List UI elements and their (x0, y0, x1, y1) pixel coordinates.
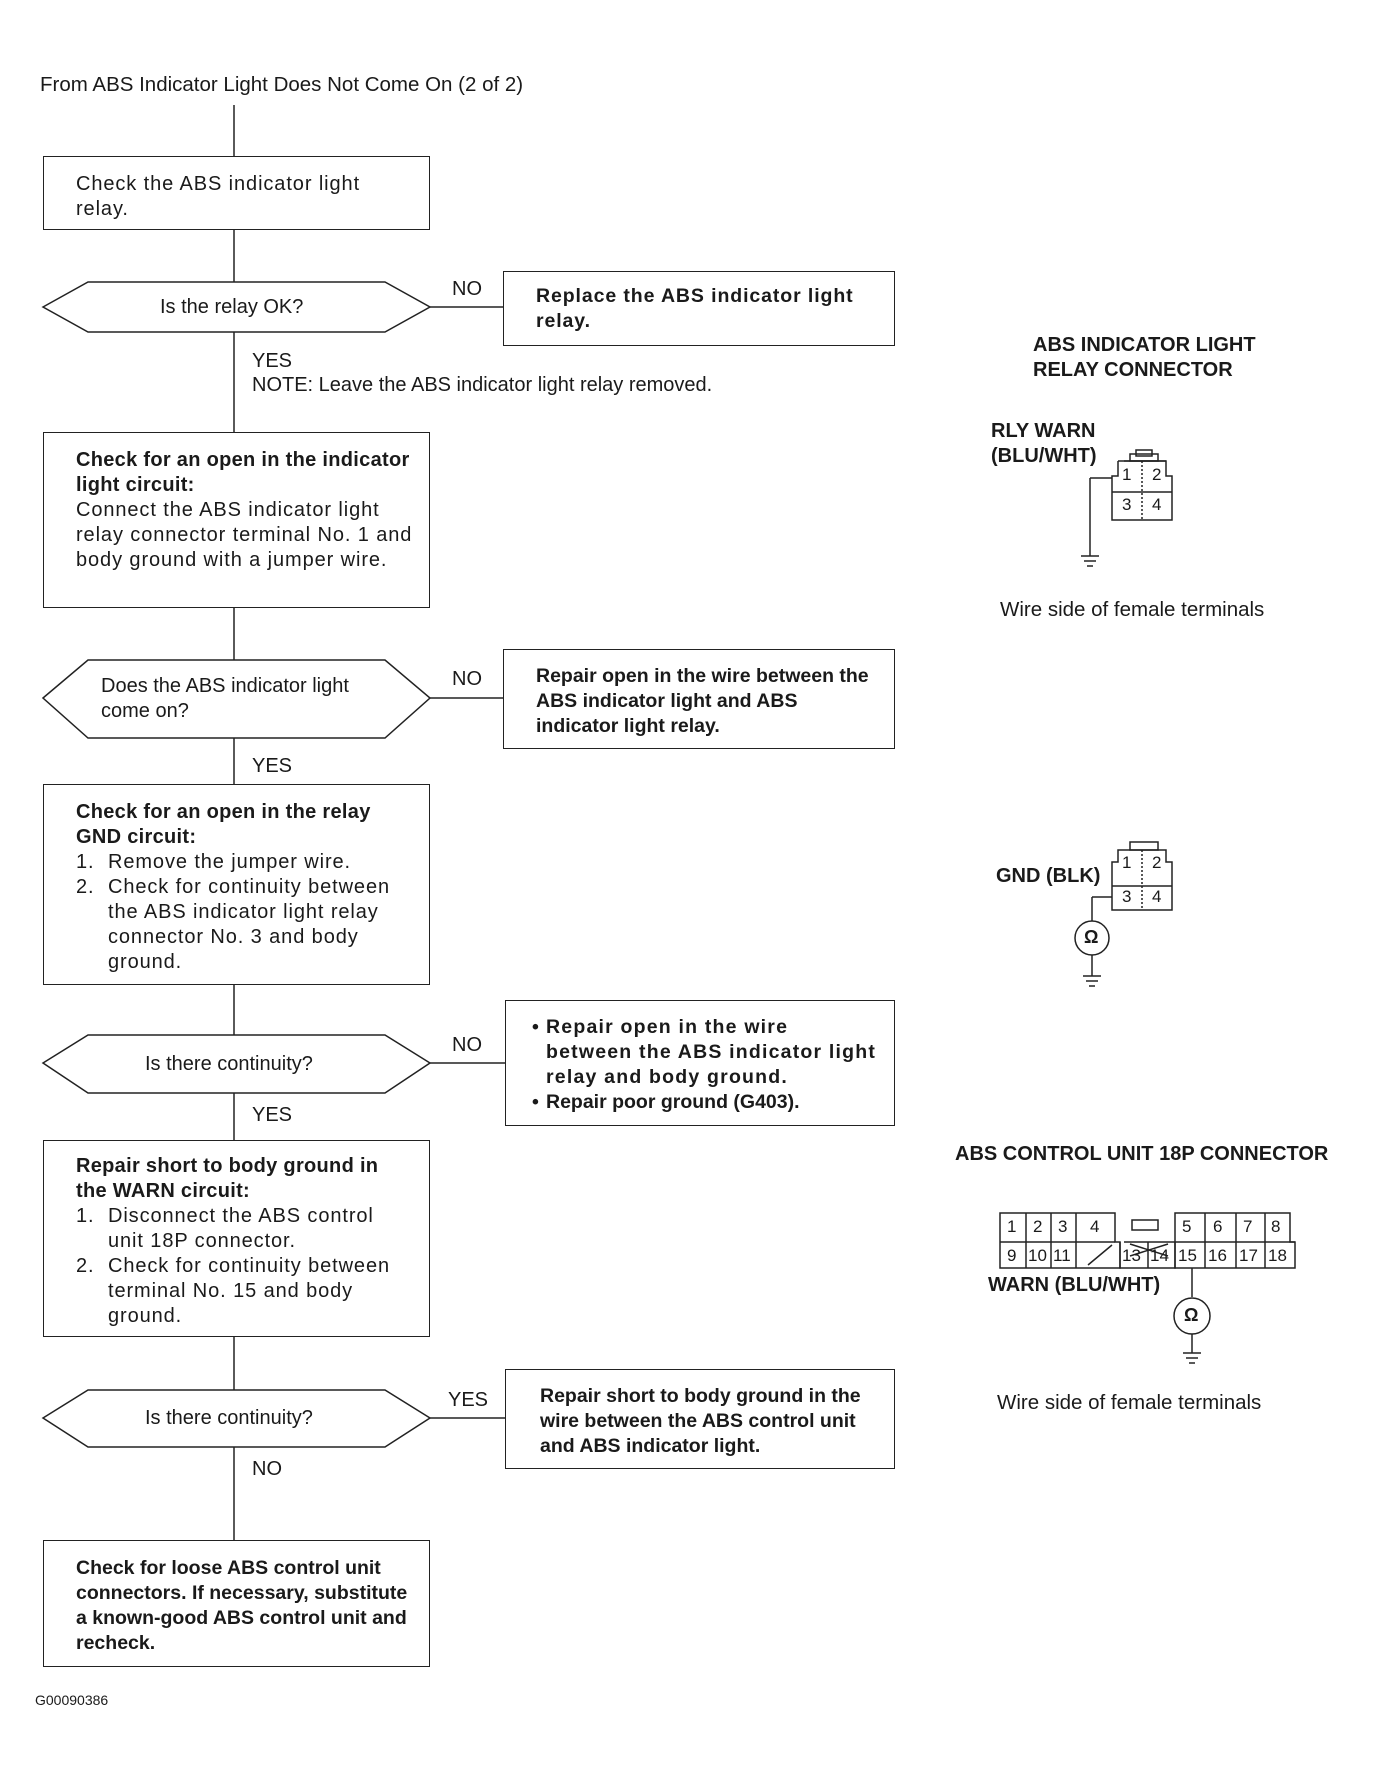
decision-relay-ok-text: Is the relay OK? (160, 296, 304, 318)
fix-repair-short-warn-box: Repair short to body ground in the wire … (505, 1369, 895, 1469)
step-check-relay-box: Check the ABS indicator light relay. (43, 156, 430, 230)
page-header: From ABS Indicator Light Does Not Come O… (40, 73, 524, 96)
fix-3-item-text: Repair poor ground (G403). (546, 1091, 800, 1113)
step-4-item: 2. Check for continuity between terminal… (44, 1254, 415, 1329)
relay-pin: 4 (1152, 887, 1162, 906)
step-4-title: Repair short to body ground in the WARN … (76, 1155, 379, 1202)
step-3-item-text: Check for continuity between the ABS ind… (108, 876, 391, 973)
step-2-body: Connect the ABS indicator light relay co… (76, 499, 413, 571)
fix-repair-open-ground-box: •Repair open in the wire between the ABS… (505, 1000, 895, 1126)
final-check-connectors-text: Check for loose ABS control unit connect… (76, 1557, 408, 1654)
ecu-18p-connector-diagram (999, 1212, 1296, 1364)
step-3-list: 1. Remove the jumper wire. 2. Check for … (44, 850, 415, 975)
relay-pin: 3 (1122, 495, 1132, 514)
step-4-item-text: Disconnect the ABS control unit 18P conn… (108, 1205, 374, 1252)
ecu-connector-title: ABS CONTROL UNIT 18P CONNECTOR (955, 1143, 1329, 1165)
ecu-pin: 1 (1007, 1217, 1017, 1236)
decision-3-no-label: NO (452, 1034, 482, 1056)
step-4-item-number: 1. (76, 1205, 95, 1227)
relay-pin: 2 (1152, 465, 1162, 484)
relay-connector-caption: Wire side of female terminals (1000, 598, 1265, 621)
fix-replace-relay-text: Replace the ABS indicator light relay. (536, 285, 854, 332)
decision-1-shape (41, 281, 432, 333)
ecu-pin: 8 (1271, 1217, 1281, 1236)
relay-pin: 2 (1152, 853, 1162, 872)
decision-3-yes-label: YES (252, 1104, 293, 1126)
fix-3-list: •Repair open in the wire between the ABS… (532, 1015, 880, 1115)
note-relay-removed: NOTE: Leave the ABS indicator light rela… (252, 374, 713, 396)
ecu-pin: 10 (1028, 1246, 1047, 1265)
step-4-item: 1. Disconnect the ABS control unit 18P c… (44, 1204, 415, 1254)
step-4-item-number: 2. (76, 1255, 95, 1277)
relay-connector-diagram-1 (1081, 449, 1173, 567)
step-check-relay-gnd-box: Check for an open in the relay GND circu… (43, 784, 430, 985)
step-4-list: 1. Disconnect the ABS control unit 18P c… (44, 1204, 415, 1329)
relay-pin: 1 (1122, 465, 1132, 484)
step-check-indicator-circuit-box: Check for an open in the indicator light… (43, 432, 430, 608)
ecu-pin: 18 (1268, 1246, 1287, 1265)
gnd-label: GND (BLK) (996, 865, 1101, 887)
fix-3-item: •Repair poor ground (G403). (532, 1091, 800, 1113)
fix-repair-open-indicator-text: Repair open in the wire between the ABS … (536, 665, 869, 737)
decision-4-yes-label: YES (448, 1389, 489, 1411)
step-4-item-text: Check for continuity between terminal No… (108, 1255, 391, 1327)
ecu-pin: 4 (1090, 1217, 1100, 1236)
decision-3-shape (41, 1034, 432, 1094)
decision-continuity-2-text: Is there continuity? (145, 1407, 313, 1429)
final-check-connectors-box: Check for loose ABS control unit connect… (43, 1540, 430, 1667)
ecu-warn-label: WARN (BLU/WHT) (988, 1274, 1161, 1296)
ecu-connector-caption: Wire side of female terminals (997, 1391, 1262, 1414)
decision-1-yes-label: YES (252, 350, 293, 372)
fix-replace-relay-box: Replace the ABS indicator light relay. (503, 271, 895, 346)
fix-repair-open-indicator-box: Repair open in the wire between the ABS … (503, 649, 895, 749)
ohmmeter-symbol: Ω (1084, 927, 1099, 947)
step-check-relay-text: Check the ABS indicator light relay. (76, 173, 361, 220)
step-repair-warn-short-box: Repair short to body ground in the WARN … (43, 1140, 430, 1337)
fix-3-item-text: Repair open in the wire between the ABS … (546, 1016, 877, 1088)
step-3-item-text: Remove the jumper wire. (108, 851, 352, 873)
ecu-pin: 17 (1239, 1246, 1258, 1265)
ecu-pin: 14 (1150, 1246, 1169, 1265)
fix-repair-short-warn-text: Repair short to body ground in the wire … (540, 1385, 861, 1457)
ecu-pin: 13 (1122, 1246, 1141, 1265)
ecu-pin: 9 (1007, 1246, 1017, 1265)
step-3-item: 2. Check for continuity between the ABS … (44, 875, 415, 975)
fix-3-item: •Repair open in the wire between the ABS… (532, 1016, 877, 1088)
relay-pin: 1 (1122, 853, 1132, 872)
decision-2-yes-label: YES (252, 755, 293, 777)
relay-connector-title-text: ABS INDICATOR LIGHT RELAY CONNECTOR (1033, 334, 1256, 381)
ecu-pin: 6 (1213, 1217, 1223, 1236)
figure-id: G00090386 (35, 1692, 109, 1708)
step-2-title: Check for an open in the indicator light… (76, 449, 410, 496)
step-3-item: 1. Remove the jumper wire. (44, 850, 415, 875)
decision-continuity-1-text: Is there continuity? (145, 1053, 313, 1075)
decision-1-no-label: NO (452, 278, 482, 300)
relay-pin: 3 (1122, 887, 1132, 906)
ecu-pin: 16 (1208, 1246, 1227, 1265)
ecu-pin: 3 (1058, 1217, 1068, 1236)
relay-warn-label-1: RLY WARN (991, 420, 1096, 442)
decision-2-no-label: NO (452, 668, 482, 690)
relay-warn-label-2: (BLU/WHT) (991, 445, 1097, 467)
step-3-item-number: 1. (76, 851, 95, 873)
relay-connector-title: ABS INDICATOR LIGHT RELAY CONNECTOR (1033, 333, 1293, 383)
ecu-pin: 2 (1033, 1217, 1043, 1236)
decision-2-shape (41, 659, 432, 739)
decision-4-shape (41, 1389, 432, 1448)
step-3-item-number: 2. (76, 876, 95, 898)
ecu-pin: 5 (1182, 1217, 1192, 1236)
ecu-pin: 15 (1178, 1246, 1197, 1265)
ecu-pin: 7 (1243, 1217, 1253, 1236)
decision-4-no-label: NO (252, 1458, 282, 1480)
decision-light-on-text: Does the ABS indicator light come on? (101, 675, 349, 722)
step-3-title: Check for an open in the relay GND circu… (76, 801, 371, 848)
ohmmeter-symbol: Ω (1184, 1305, 1199, 1325)
relay-pin: 4 (1152, 495, 1162, 514)
relay-connector-diagram-2 (1074, 841, 1173, 987)
ecu-pin: 11 (1053, 1246, 1071, 1265)
